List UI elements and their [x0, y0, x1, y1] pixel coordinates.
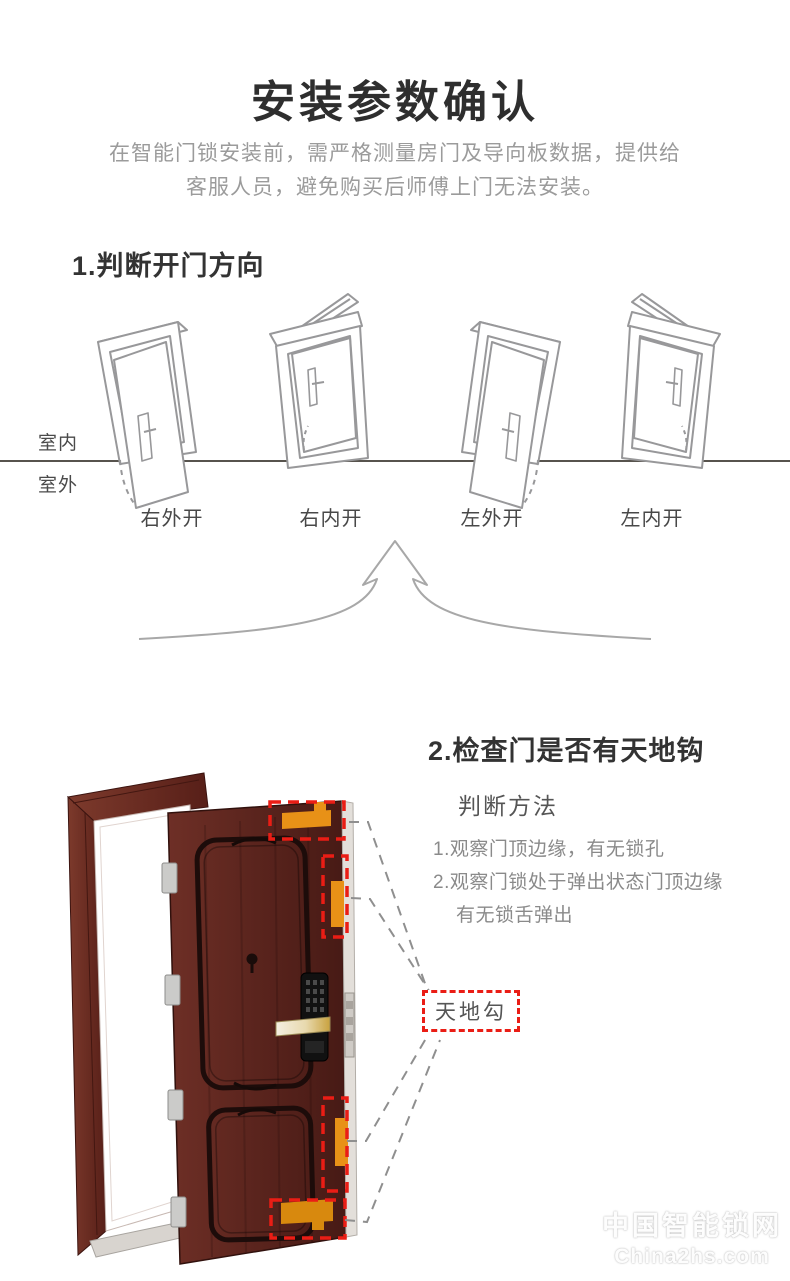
door-diagram-right-outward [97, 321, 197, 509]
door-type-label-left-inward: 左内开 [620, 508, 684, 530]
indoor-label: 室内 [38, 433, 79, 454]
section2-heading: 2.检查门是否有天地钩 [428, 736, 705, 766]
door-type-label-right-inward: 右内开 [299, 508, 363, 530]
subtitle-line-1: 在智能门锁安装前，需严格测量房门及导向板数据，提供给 [109, 142, 681, 165]
door-type-label-left-outward: 左外开 [460, 508, 524, 530]
door-type-label-right-outward: 右外开 [140, 508, 204, 530]
subtitle-line-2: 客服人员，避免购买后师傅上门无法安装。 [186, 176, 604, 199]
watermark-line-2: China2hs.com [614, 1245, 770, 1268]
section1-heading: 1.判断开门方向 [72, 251, 265, 281]
page-title: 安装参数确认 [251, 78, 539, 127]
method-title: 判断方法 [458, 793, 558, 819]
hook-label: 天地勾 [422, 990, 520, 1032]
door-diagram-left-inward [621, 293, 721, 469]
indoor-outdoor-divider-line [0, 460, 790, 462]
method-step-1: 1.观察门顶边缘，有无锁孔 [433, 839, 665, 860]
method-step-2: 2.观察门锁处于弹出状态门顶边缘 [433, 872, 723, 893]
door-slab [167, 800, 358, 1265]
outdoor-label: 室外 [38, 475, 79, 496]
hinges [161, 862, 187, 1228]
up-arrow-icon [138, 540, 652, 640]
door-diagram-left-outward [461, 321, 561, 509]
method-step-2-continued: 有无锁舌弹出 [456, 905, 574, 926]
smart-lock [275, 972, 355, 1062]
watermark-line-1: 中国智能锁网 [602, 1211, 782, 1241]
hook-bolts [281, 802, 348, 1230]
page-subtitle: 在智能门锁安装前，需严格测量房门及导向板数据，提供给 客服人员，避免购买后师傅上… [75, 137, 715, 205]
door-diagram-right-inward [269, 293, 369, 469]
watermark: 中国智能锁网 China2hs.com [602, 1204, 782, 1269]
door-photo [66, 772, 358, 1265]
